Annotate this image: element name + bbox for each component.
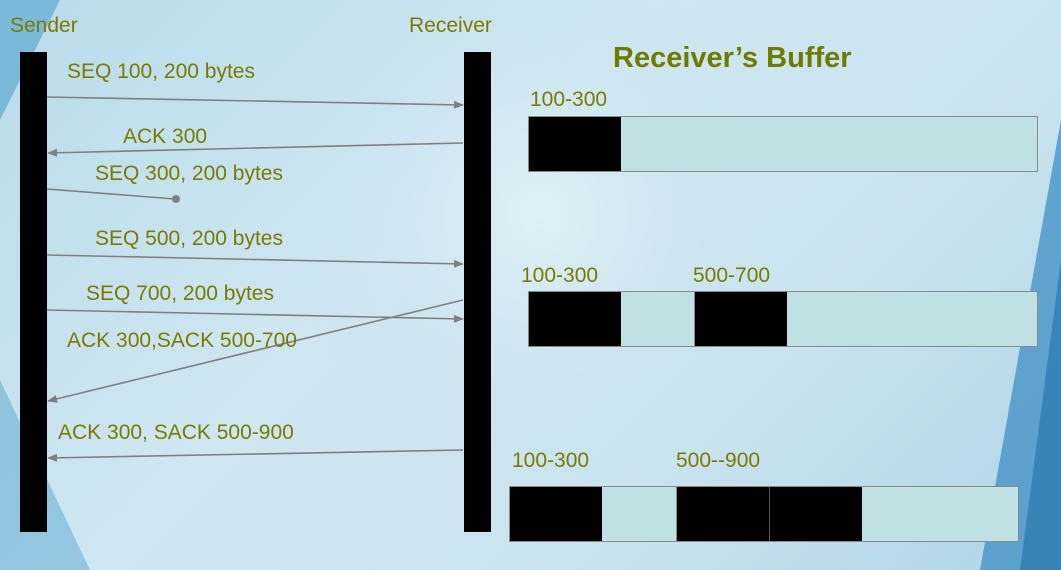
msg-label: SEQ 300, 200 bytes <box>95 162 283 185</box>
arrow-seq-100 <box>46 96 464 109</box>
buffer-range-label: 500--900 <box>676 449 761 472</box>
msg-label: SEQ 700, 200 bytes <box>86 282 274 305</box>
msg-label: ACK 300, SACK 500-900 <box>58 421 294 444</box>
receiver-label: Receiver <box>409 14 492 37</box>
msg-label: ACK 300,SACK 500-700 <box>67 329 297 352</box>
arrow-ack-300 <box>47 142 464 157</box>
arrow-seq-500 <box>46 254 464 268</box>
buffer-range-label: 100-300 <box>530 88 608 111</box>
lost-packet-dot <box>172 195 180 203</box>
buffer-range-label: 100-300 <box>521 264 599 287</box>
receiver-buffer-1 <box>528 116 1038 172</box>
received-segment <box>529 117 621 171</box>
buffer-range-label: 500-700 <box>693 264 771 287</box>
received-segment <box>695 292 787 346</box>
buffer-title: Receiver’s Buffer <box>613 42 852 74</box>
msg-label: SEQ 500, 200 bytes <box>95 227 283 250</box>
msg-label: SEQ 100, 200 bytes <box>67 60 255 83</box>
sender-label: Sender <box>10 14 78 37</box>
arrow-sack-500-700 <box>47 299 464 403</box>
receiver-buffer-3 <box>509 486 1019 542</box>
buffer-range-label: 100-300 <box>512 449 590 472</box>
received-segment <box>529 292 621 346</box>
arrow-seq-300-lost <box>46 188 176 200</box>
received-segment <box>770 487 862 541</box>
sender-timeline <box>20 52 47 532</box>
receiver-timeline <box>464 52 491 532</box>
cell-divider <box>676 487 677 541</box>
received-segment <box>510 487 602 541</box>
msg-label: ACK 300 <box>123 125 208 148</box>
arrow-sack-500-900 <box>47 449 464 462</box>
cell-divider <box>769 487 770 541</box>
received-segment <box>677 487 769 541</box>
receiver-buffer-2 <box>528 291 1038 347</box>
cell-divider <box>694 292 695 346</box>
